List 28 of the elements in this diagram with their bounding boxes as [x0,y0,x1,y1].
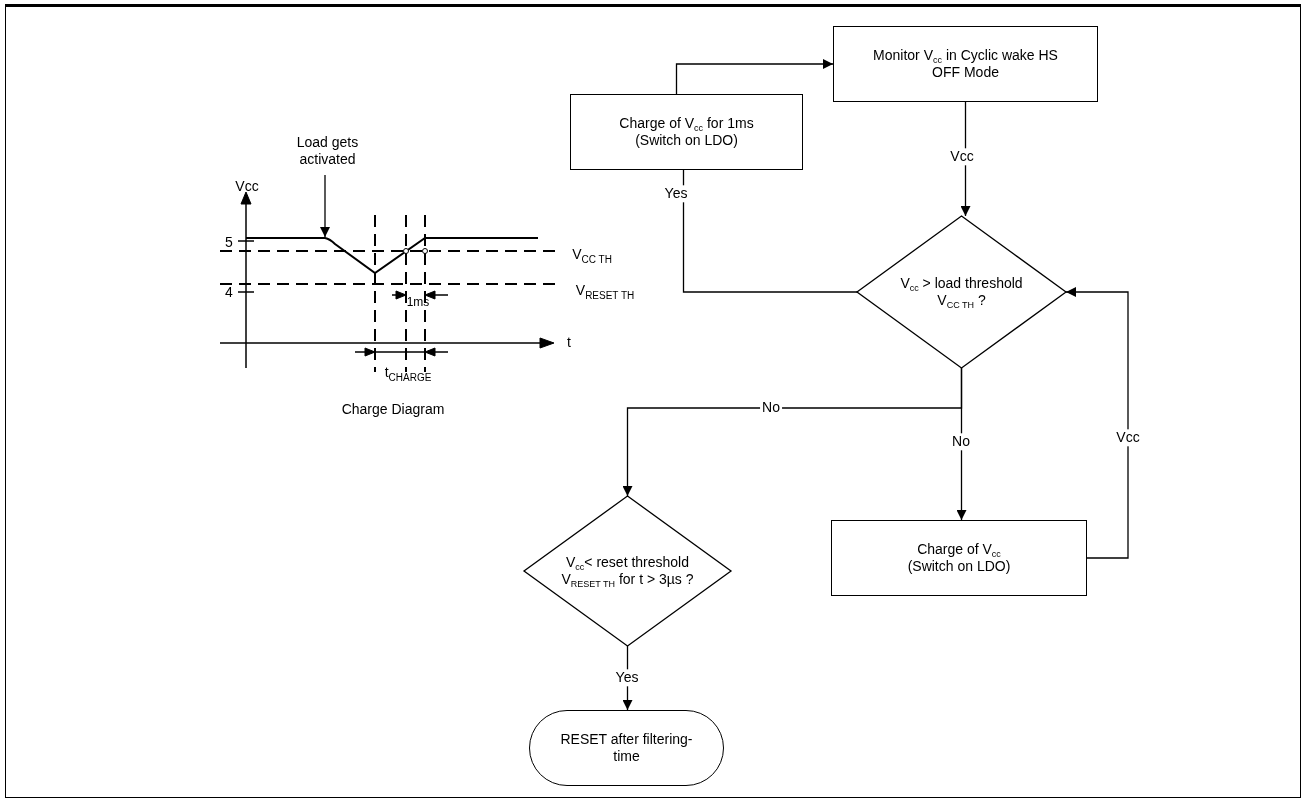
edge-label: Vcc [1114,429,1142,447]
node-text: Monitor V$_{cc}$ in Cyclic wake HS OFF Mode [872,46,1059,82]
node-text: V$_{cc}$< reset threshold V$_{RESET TH}$ for t > 3µs ? [560,553,695,589]
process-box [831,520,1087,596]
chart-label: Vcc [235,179,259,195]
chart-label: t$_{CHARGE}$ [384,365,432,381]
arrow [1065,287,1129,559]
chart-label: 4 [225,285,233,301]
chart-label: t [567,335,571,351]
edge-label: Yes [662,185,690,203]
chart-label: 5 [225,235,233,251]
chart-label: V$_{RESET TH}$ [575,283,635,299]
edge-label: No [950,433,972,451]
node-text: V$_{cc}$ > load threshold V$_{CC TH}$ ? [899,274,1024,310]
edge-label: Vcc [948,148,976,166]
edge-label: Yes [613,669,641,687]
arrow [956,367,967,521]
arrow [675,59,834,95]
process-box [570,94,803,170]
leader-line [320,174,330,238]
node-text: Charge of V$_{cc}$ for 1ms (Switch on LDO) [618,114,755,150]
chart-label: V$_{CC TH}$ [572,247,612,263]
chart-label: Charge Diagram [341,402,445,418]
node-text: Charge of V$_{cc}$ (Switch on LDO) [906,540,1012,576]
node-text: RESET after filtering-time [559,730,694,766]
voltage-curve [245,237,539,274]
annotation-text: Load gets activated [295,133,360,169]
process-box [833,26,1098,102]
